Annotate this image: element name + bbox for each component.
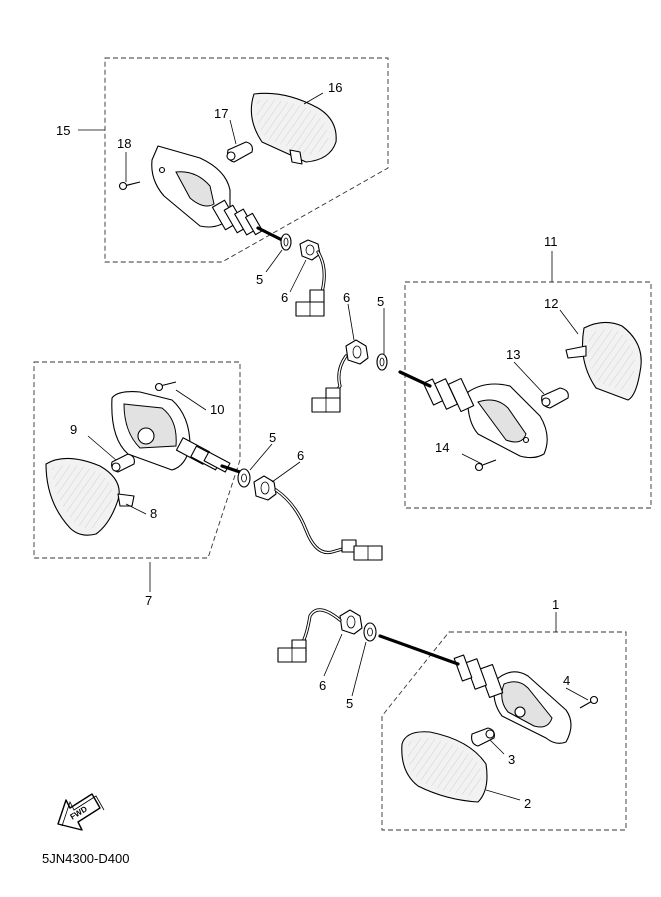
callout-5c: 5 [269, 430, 276, 445]
assembly-7-boundary [33, 361, 241, 559]
stem-11 [398, 370, 475, 413]
washer-5-top [280, 233, 292, 251]
callout-1: 1 [552, 597, 559, 612]
callout-18: 18 [117, 136, 131, 151]
connector-left [274, 488, 383, 561]
lens-12 [565, 321, 642, 401]
callout-numbers: 15 16 17 18 5 6 11 12 13 14 6 5 10 9 8 5… [56, 80, 570, 811]
washer-5-right [376, 353, 388, 371]
callout-6d: 6 [319, 678, 326, 693]
housing-15 [151, 145, 231, 228]
callout-3: 3 [508, 752, 515, 767]
callout-8: 8 [150, 506, 157, 521]
callout-14: 14 [435, 440, 449, 455]
callout-13: 13 [506, 347, 520, 362]
bulb-17 [226, 141, 253, 163]
assembly-1-boundary [381, 631, 627, 831]
lens-2 [401, 731, 488, 803]
connector-right [311, 354, 348, 413]
bulb-9 [111, 453, 135, 473]
callout-5a: 5 [256, 272, 263, 287]
screw-4 [579, 695, 599, 709]
stem-1 [378, 634, 504, 699]
nut-6-top [299, 239, 321, 261]
diagram-code: 5JN4300-D400 [42, 851, 129, 866]
callout-15: 15 [56, 123, 70, 138]
callout-2: 2 [524, 796, 531, 811]
callout-6b: 6 [343, 290, 350, 305]
connector-top [295, 250, 326, 317]
screw-18 [118, 181, 141, 191]
callout-10: 10 [210, 402, 224, 417]
leader-lines [78, 92, 589, 801]
nut-6-left [253, 475, 277, 501]
callout-4: 4 [563, 673, 570, 688]
washer-5-left [237, 468, 251, 488]
stem-15 [211, 199, 284, 242]
callout-7: 7 [145, 593, 152, 608]
housing-11 [467, 383, 548, 459]
callout-5b: 5 [377, 294, 384, 309]
callout-11: 11 [544, 234, 558, 249]
connector-bottom [277, 608, 342, 663]
nut-6-right [345, 339, 369, 365]
screw-10 [154, 381, 177, 392]
lens-8 [45, 457, 135, 536]
callout-5d: 5 [346, 696, 353, 711]
assembly-11-boundary [404, 281, 652, 509]
assembly-1-rear-right-flasher [277, 608, 627, 831]
callout-16: 16 [328, 80, 342, 95]
assembly-15-boundary [104, 57, 389, 263]
bulb-3 [471, 727, 495, 747]
fwd-arrow-icon: FWD [57, 793, 105, 831]
nut-6-bottom [339, 609, 363, 635]
housing-7 [111, 391, 191, 471]
assembly-15-rear-left-flasher [104, 57, 389, 317]
callout-17: 17 [214, 106, 228, 121]
washer-5-bottom [363, 622, 377, 642]
assembly-7-front-left-flasher [33, 361, 383, 561]
lens-16 [250, 92, 337, 165]
callout-6c: 6 [297, 448, 304, 463]
callout-12: 12 [544, 296, 558, 311]
bulb-13 [541, 387, 569, 409]
assembly-11-front-right-flasher [311, 281, 652, 509]
callout-6a: 6 [281, 290, 288, 305]
screw-14 [474, 459, 497, 472]
callout-9: 9 [70, 422, 77, 437]
stem-7 [175, 437, 242, 474]
housing-1 [493, 671, 572, 744]
